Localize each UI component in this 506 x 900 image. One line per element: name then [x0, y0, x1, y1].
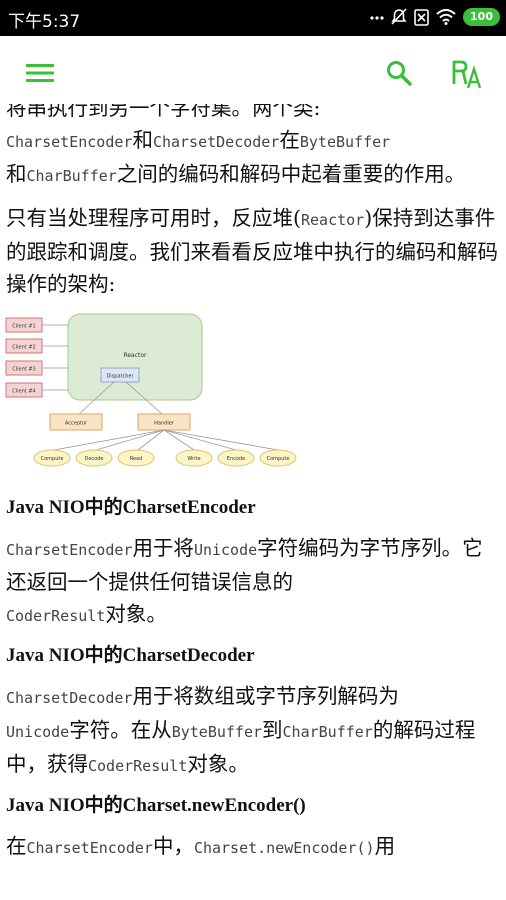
paragraph-text: 的解码过程中，获得	[6, 718, 476, 776]
paragraph-4: CharsetDecoder用于将数组或字节序列解码为 Unicode字符。在从B…	[6, 680, 498, 782]
inline-code: CharBuffer	[26, 167, 117, 185]
op-node: Write	[175, 449, 213, 467]
wifi-icon	[436, 9, 456, 25]
svg-text:Compute: Compute	[267, 456, 290, 462]
svg-text:Decode: Decode	[85, 456, 104, 462]
client-box: Client #2	[5, 338, 43, 354]
paragraph-text: 在	[279, 128, 300, 152]
dots-icon	[370, 16, 384, 20]
inline-code: Reactor	[301, 211, 365, 229]
status-time: 下午5:37	[8, 12, 81, 32]
inline-code: ByteBuffer	[299, 133, 391, 151]
reactor-label: Reactor	[123, 352, 147, 359]
paragraph-text: 和	[132, 128, 153, 152]
inline-code: Charset.newEncoder()	[193, 839, 375, 857]
paragraph-text: 用	[374, 834, 396, 858]
paragraph-1: 将串执行到另一个字符集。两个类:CharsetEncoder和CharsetDe…	[6, 104, 498, 192]
font-size-icon	[452, 60, 482, 89]
svg-text:Client #4: Client #4	[12, 389, 35, 395]
svg-text:Client #3: Client #3	[12, 367, 35, 373]
paragraph-text: 中，	[152, 834, 194, 858]
inline-code: CoderResult	[6, 607, 106, 625]
svg-text:Client #1: Client #1	[12, 324, 35, 330]
status-bar: 下午5:37 100	[0, 0, 506, 36]
op-node: Decode	[75, 449, 113, 467]
toolbar	[0, 36, 506, 114]
inline-code: CharsetEncoder	[6, 541, 133, 559]
dispatcher-label: Dispatcher	[106, 374, 134, 380]
paragraph-3: CharsetEncoder用于将Unicode字符编码为字节序列。它还返回一个…	[6, 532, 498, 632]
paragraph-text: )保持到达事件的跟踪和调度。我们来看看反应堆中执行的编码和解码操作的架构:	[6, 206, 498, 296]
client-box: Client #4	[5, 382, 43, 398]
paragraph-text: 字符。在从	[69, 718, 172, 742]
svg-text:Client #2: Client #2	[12, 345, 35, 351]
handler-label: Handler	[154, 421, 175, 427]
paragraph-text: 之间的编码和解码中起着重要的作用。	[116, 162, 466, 186]
svg-text:Compute: Compute	[41, 456, 64, 462]
paragraph-text: 对象。	[187, 752, 249, 776]
paragraph-text: 用于将	[132, 536, 194, 560]
menu-button[interactable]	[26, 62, 54, 88]
paragraph-5: 在CharsetEncoder中，Charset.newEncoder()用	[6, 830, 498, 864]
inline-code: CharsetEncoder	[26, 839, 153, 857]
svg-text:Write: Write	[187, 456, 200, 462]
inline-code: CharBuffer	[282, 723, 373, 741]
paragraph-text: 只有当处理程序可用时，反应堆(	[6, 206, 301, 230]
sim-icon	[414, 8, 429, 26]
op-node: Read	[117, 449, 155, 467]
mute-icon	[391, 8, 407, 25]
acceptor-label: Acceptor	[65, 421, 88, 427]
menu-icon	[26, 64, 54, 82]
paragraph-2: 只有当处理程序可用时，反应堆(Reactor)保持到达事件的跟踪和调度。我们来看…	[6, 202, 498, 300]
paragraph-text: 将串执行到另一个字符集。两个类:	[6, 104, 321, 120]
paragraph-text: 字符编码为字节序列。它还返回一个提供任何错误信息的	[6, 536, 483, 594]
paragraph-text: 到	[262, 718, 283, 742]
inline-code: Unicode	[6, 723, 70, 741]
op-node: Compute	[259, 449, 297, 467]
op-node: Compute	[33, 449, 71, 467]
client-box: Client #3	[5, 360, 43, 376]
inline-code: CoderResult	[88, 757, 188, 775]
inline-code: CharsetEncoder	[6, 133, 133, 151]
inline-code: Unicode	[193, 541, 258, 559]
inline-code: ByteBuffer	[171, 723, 263, 741]
section-heading-encoder: Java NIO中的CharsetEncoder	[6, 497, 256, 518]
svg-text:Read: Read	[130, 456, 143, 462]
client-box: Client #1	[5, 317, 43, 333]
paragraph-text: 对象。	[105, 602, 167, 626]
op-node: Encode	[217, 449, 255, 467]
reactor-architecture-diagram: Reactor Dispatcher Client #1 Client #2 C…	[4, 310, 498, 482]
status-icons: 100	[370, 8, 500, 26]
paragraph-text: 用于将数组或字节序列解码为	[132, 684, 399, 708]
section-heading-decoder: Java NIO中的CharsetDecoder	[6, 645, 255, 666]
battery-icon: 100	[463, 8, 500, 26]
search-button[interactable]	[386, 60, 412, 90]
inline-code: CharsetDecoder	[152, 133, 280, 151]
svg-text:Encode: Encode	[227, 456, 245, 462]
font-size-button[interactable]	[452, 58, 482, 94]
paragraph-text: 和	[6, 162, 27, 186]
inline-code: CharsetDecoder	[6, 689, 133, 707]
paragraph-text: 在	[6, 834, 27, 858]
article-content[interactable]: 将串执行到另一个字符集。两个类:CharsetEncoder和CharsetDe…	[0, 104, 506, 900]
search-icon	[387, 61, 412, 86]
section-heading-new-encoder: Java NIO中的Charset.newEncoder()	[6, 795, 306, 816]
